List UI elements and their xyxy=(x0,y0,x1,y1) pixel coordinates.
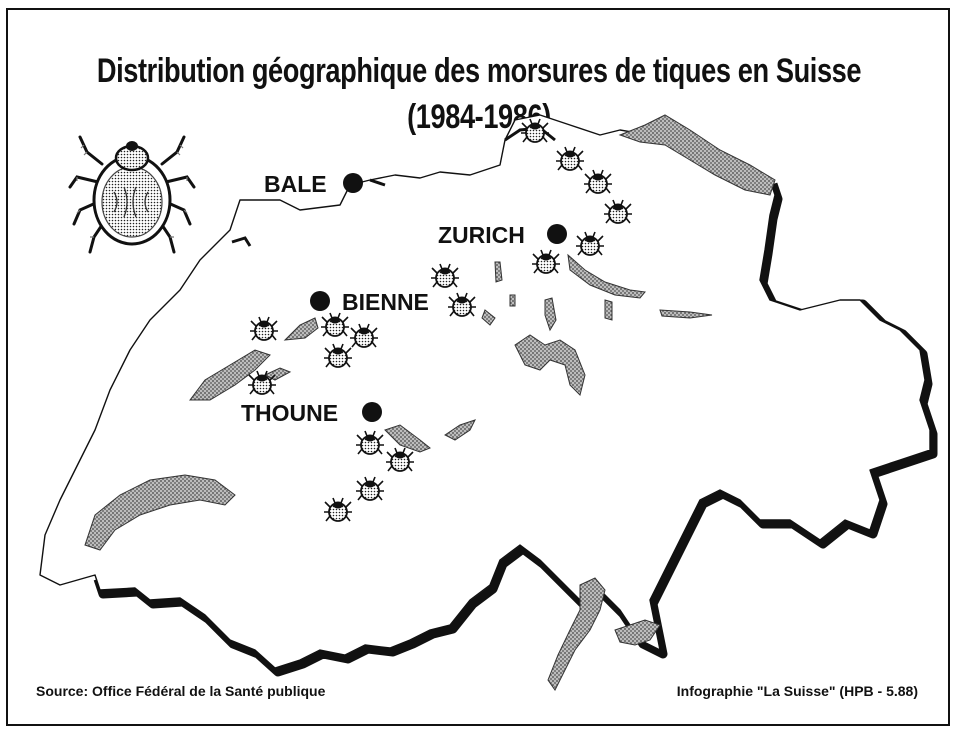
source-credit: Source: Office Fédéral de la Santé publi… xyxy=(36,683,326,699)
infographic-credit: Infographie "La Suisse" (HPB - 5.88) xyxy=(676,683,918,699)
city-markers: BALE ZURICH BIENNE THOUNE xyxy=(241,171,567,426)
lake-lugano xyxy=(614,619,661,646)
lake-zurich xyxy=(567,253,646,299)
lakes xyxy=(84,114,776,691)
city-label-thoune: THOUNE xyxy=(241,400,338,426)
lake-biel xyxy=(283,317,319,341)
lake-constance xyxy=(618,114,776,196)
city-marker-zurich xyxy=(547,224,567,244)
city-marker-bienne xyxy=(310,291,330,311)
city-marker-thoune xyxy=(362,402,382,422)
lake-maggiore xyxy=(547,577,606,691)
lake-neuchatel xyxy=(189,349,271,401)
city-label-bienne: BIENNE xyxy=(342,289,429,315)
city-marker-bale xyxy=(343,173,363,193)
switzerland-border xyxy=(39,114,931,669)
lake-thun xyxy=(384,424,431,453)
tick-icon xyxy=(68,135,196,254)
lake-lucerne xyxy=(514,334,586,396)
city-label-zurich: ZURICH xyxy=(438,222,525,248)
map-title: Distribution géographique des morsures d… xyxy=(96,52,862,90)
city-label-bale: BALE xyxy=(264,171,327,197)
lake-geneva xyxy=(84,474,236,551)
